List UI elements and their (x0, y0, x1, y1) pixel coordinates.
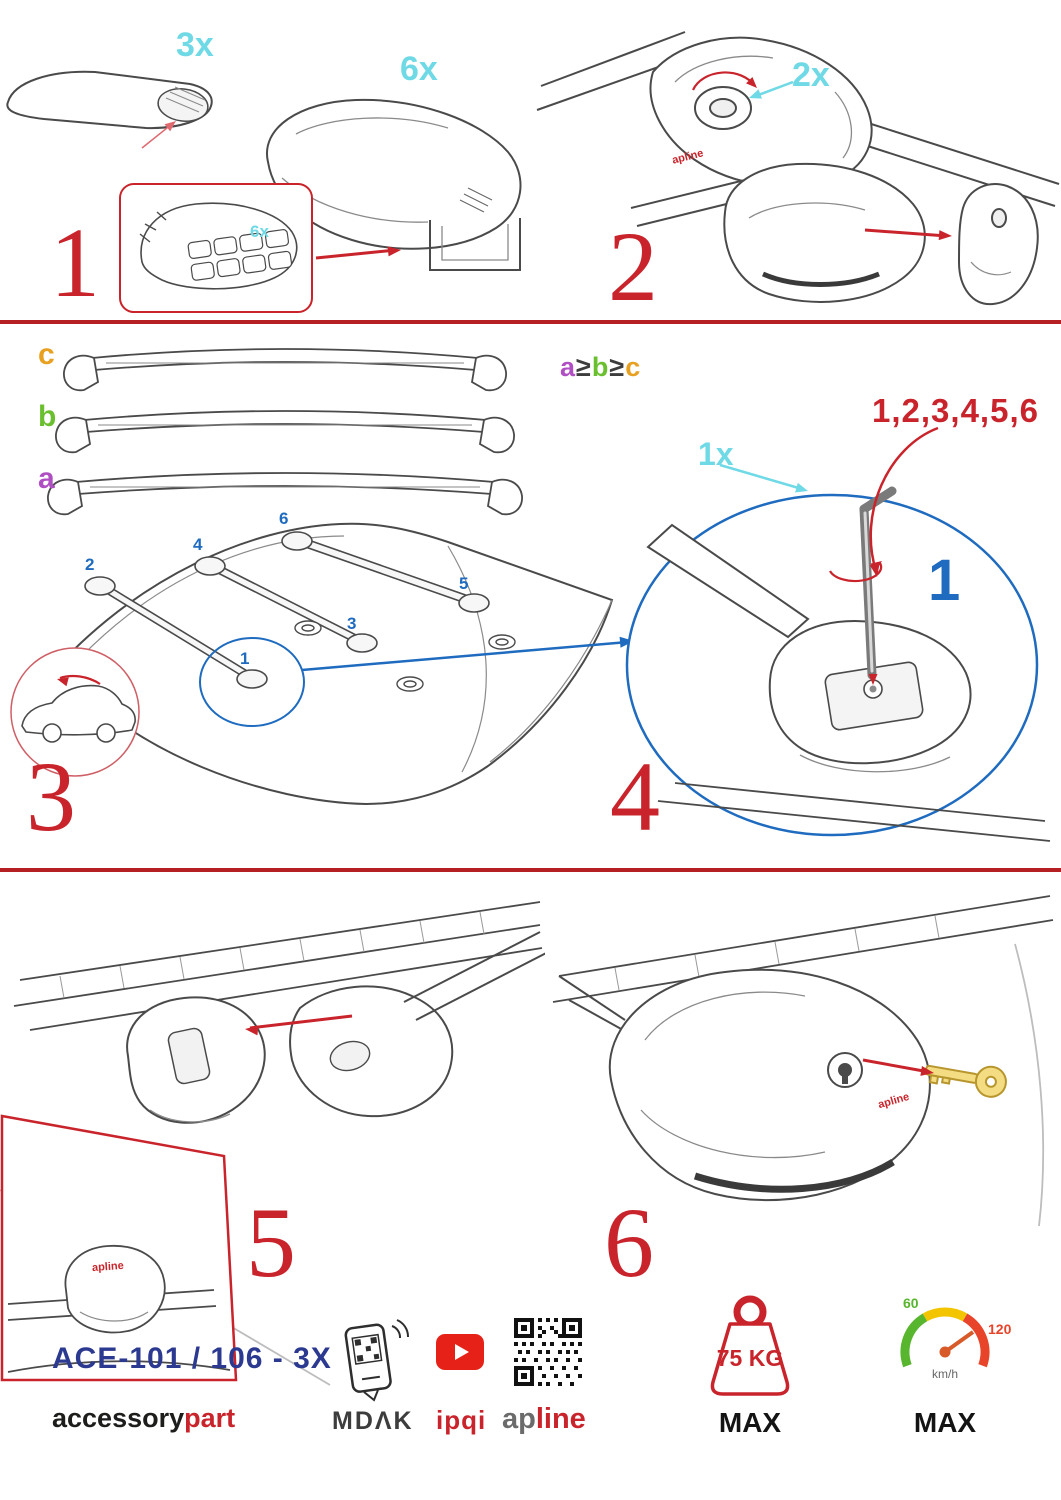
speed-limit-max: MAX (913, 1407, 977, 1438)
step2-foot-knob-illustration (536, 31, 1060, 306)
position-6: 6 (279, 509, 289, 528)
brand-apline: apline (502, 1403, 586, 1436)
youtube-icon (436, 1334, 484, 1370)
brand-ipqi: ipqi (436, 1405, 487, 1435)
brand-accessorypart: accessorypart (52, 1403, 235, 1434)
weight-limit-icon (710, 1295, 790, 1396)
mounted-crossbars (84, 531, 490, 689)
position-4: 4 (193, 535, 203, 554)
foot1-highlight-circle (199, 637, 305, 727)
hex-key (859, 486, 897, 680)
crossbars-abc-illustration (47, 348, 523, 516)
rotate-arrow (829, 562, 883, 583)
cover-piece-drawing (289, 931, 545, 1118)
tightening-sequence: 1,2,3,4,5,6 (872, 392, 1039, 429)
section-divider-top (0, 320, 1061, 324)
base-clamp-drawing (126, 996, 266, 1124)
step-number-6: 6 (604, 1187, 654, 1298)
phone-scan-icon (344, 1319, 410, 1402)
lock-key (924, 1064, 1007, 1098)
bar-label-c: c (38, 338, 55, 371)
mount-pads (294, 620, 516, 692)
speed-unit-label: km/h (931, 1367, 958, 1381)
rule-c: c (625, 352, 642, 382)
step1-pad-inset (119, 183, 313, 313)
qty-label-covers: 6x (400, 50, 438, 88)
roof-rail-lines (552, 895, 1054, 1227)
brand-accessory: accessory (52, 1403, 185, 1433)
sequence-callout-1: 1 (928, 548, 961, 613)
bar-label-b: b (38, 400, 57, 433)
foot-cover-drawing (265, 98, 522, 271)
brand-line: line (535, 1403, 586, 1435)
qty-label-knobs: 2x (792, 56, 830, 94)
position-3: 3 (347, 614, 357, 633)
roof-top-view-illustration (10, 522, 634, 806)
foot-endcap-drawing (630, 162, 1039, 306)
step5-assembly-illustration (0, 901, 545, 1386)
qty-label-endcaps: 3x (176, 26, 214, 64)
step6-lock-illustration (552, 895, 1054, 1227)
step-number-4: 4 (610, 741, 660, 852)
step-number-1: 1 (50, 207, 100, 318)
position-5: 5 (459, 574, 469, 593)
rotate-arrow (691, 71, 756, 91)
step1-crossbar-and-cover-illustration (6, 70, 522, 313)
brand-part: part (184, 1403, 236, 1433)
speed-limit-gauge-icon (900, 1307, 990, 1368)
position-1: 1 (240, 649, 250, 668)
step-number-2: 2 (608, 211, 658, 322)
weight-limit-max: MAX (718, 1407, 782, 1438)
step5-result-inset (0, 1114, 238, 1382)
rule-b: b (591, 352, 610, 382)
step-number-3: 3 (26, 741, 76, 852)
bar-order-rule: a≥b≥c (560, 352, 641, 383)
rule-gte-2: ≥ (609, 352, 626, 382)
speed-high-label: 120 (988, 1321, 1012, 1337)
qty-label-pads: 6x (250, 222, 269, 241)
position-2: 2 (85, 555, 95, 574)
foot-with-knob-drawing (536, 31, 1060, 207)
crossbar-endcap-drawing (6, 70, 213, 130)
step-number-5: 5 (246, 1187, 296, 1298)
car-direction-inset (10, 647, 140, 777)
apline-logo-on-foot: apline (91, 1259, 125, 1275)
brand-ap: ap (502, 1403, 536, 1435)
brand-mdak: MDΛK (332, 1407, 414, 1435)
bar-label-a: a (38, 462, 55, 495)
rule-gte-1: ≥ (576, 352, 592, 382)
step4-zoom-illustration (625, 426, 1051, 842)
qr-code-icon (514, 1318, 582, 1386)
product-code: ACE-101 / 106 - 3X (52, 1342, 332, 1375)
weight-limit-value: 75 KG (716, 1345, 784, 1371)
locked-foot-drawing (558, 968, 931, 1202)
section-divider-bottom (0, 868, 1061, 872)
rule-a: a (560, 352, 577, 382)
speed-low-label: 60 (903, 1295, 919, 1311)
